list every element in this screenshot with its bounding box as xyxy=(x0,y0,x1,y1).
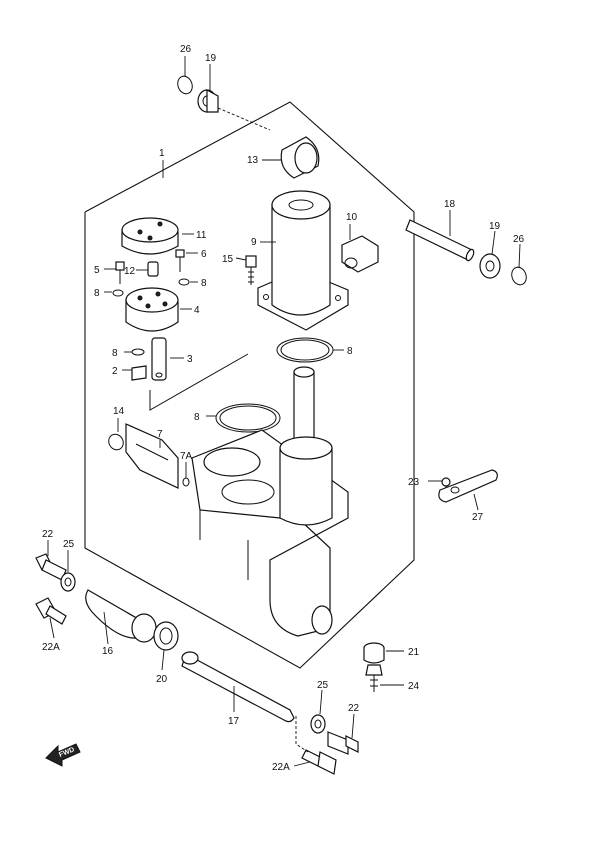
part-20-bushing[interactable] xyxy=(153,621,179,651)
part-9-trim-motor[interactable] xyxy=(257,190,349,331)
part-7-valve-spool[interactable] xyxy=(125,423,179,489)
part-11-reservoir-cap[interactable] xyxy=(121,217,179,255)
part-19-top-bushing[interactable] xyxy=(197,88,219,113)
part-6-bolt[interactable] xyxy=(175,249,185,272)
part-25-washer-right[interactable] xyxy=(310,714,326,734)
label-12: 12 xyxy=(124,266,136,277)
label-6: 6 xyxy=(201,249,207,260)
label-20: 20 xyxy=(156,674,168,685)
part-21-sleeve[interactable] xyxy=(363,642,385,664)
leader-lines xyxy=(47,56,521,767)
part-7a-oring[interactable] xyxy=(182,477,190,487)
label-17: 17 xyxy=(228,716,240,727)
label-15: 15 xyxy=(222,254,234,265)
label-2: 2 xyxy=(112,366,118,377)
leader-dash-17-22 xyxy=(295,716,309,753)
label-21: 21 xyxy=(408,647,420,658)
label-22-left: 22 xyxy=(42,529,54,540)
part-19-right-bushing[interactable] xyxy=(479,253,501,279)
part-8-oring-c[interactable] xyxy=(131,348,145,356)
label-25-left: 25 xyxy=(63,539,75,550)
part-3-valve[interactable] xyxy=(151,337,167,381)
label-13: 13 xyxy=(247,155,259,166)
label-10: 10 xyxy=(346,212,358,223)
label-7a: 7A xyxy=(180,451,193,462)
part-4-pump[interactable] xyxy=(125,287,179,332)
part-10-motor-connector[interactable] xyxy=(341,235,379,273)
part-22-bolt-right[interactable] xyxy=(327,731,359,755)
part-13-top-bushing[interactable] xyxy=(280,136,320,179)
label-1: 1 xyxy=(159,148,165,159)
label-11: 11 xyxy=(196,230,207,241)
part-26-top-ring[interactable] xyxy=(175,74,194,96)
part-14-snap-ring[interactable] xyxy=(106,432,126,453)
part-15-bolt[interactable] xyxy=(245,255,257,285)
part-18-pin[interactable] xyxy=(405,219,475,262)
part-8-oring-d[interactable] xyxy=(276,337,334,363)
part-8-oring-b[interactable] xyxy=(178,278,190,286)
part-16-bushing[interactable] xyxy=(85,589,157,643)
fwd-arrow-icon: FWD xyxy=(45,743,81,767)
part-26-right-ring[interactable] xyxy=(509,265,528,287)
part-22a-bolt-left[interactable] xyxy=(35,597,67,625)
label-8-d: 8 xyxy=(347,346,353,357)
part-2-fitting[interactable] xyxy=(131,365,147,381)
label-27: 27 xyxy=(472,512,484,523)
label-19: 19 xyxy=(205,53,217,64)
part-22a-bolt-right[interactable] xyxy=(301,749,337,775)
part-25-washer-left[interactable] xyxy=(60,572,76,592)
part-17-pin[interactable] xyxy=(181,651,295,723)
label-25-right: 25 xyxy=(317,680,329,691)
label-14: 14 xyxy=(113,406,125,417)
piston-rod[interactable] xyxy=(293,366,315,449)
part-8-oring-e[interactable] xyxy=(215,403,281,433)
label-16: 16 xyxy=(102,646,114,657)
valve-guide-line xyxy=(149,353,249,411)
label-18: 18 xyxy=(444,199,456,210)
part-24-bolt[interactable] xyxy=(365,664,383,692)
label-22-right: 22 xyxy=(348,703,360,714)
label-8-e: 8 xyxy=(194,412,200,423)
part-27-anode-plate[interactable] xyxy=(438,469,498,503)
label-3: 3 xyxy=(187,354,193,365)
leader-dash-19-13 xyxy=(217,107,271,131)
label-26-right: 26 xyxy=(513,234,525,245)
label-7: 7 xyxy=(157,429,163,440)
label-24: 24 xyxy=(408,681,420,692)
label-23: 23 xyxy=(408,477,420,488)
label-9: 9 xyxy=(251,237,257,248)
label-22a-right: 22A xyxy=(272,762,290,773)
label-8-b: 8 xyxy=(201,278,207,289)
label-4: 4 xyxy=(194,305,200,316)
callout-labels: 26 19 1 13 10 18 19 26 9 15 11 12 5 6 8 … xyxy=(42,44,525,773)
label-22a-left: 22A xyxy=(42,642,60,653)
label-8-c: 8 xyxy=(112,348,118,359)
label-19-right: 19 xyxy=(489,221,501,232)
part-12-plug[interactable] xyxy=(147,261,159,277)
part-5-bolt[interactable] xyxy=(115,261,125,284)
label-5: 5 xyxy=(94,265,100,276)
label-26: 26 xyxy=(180,44,192,55)
part-22-bolt-left[interactable] xyxy=(35,553,67,581)
part-8-oring-a[interactable] xyxy=(112,289,124,297)
assembly-boundary xyxy=(84,101,415,669)
cylinder-body[interactable] xyxy=(191,429,349,637)
label-8-a: 8 xyxy=(94,288,100,299)
